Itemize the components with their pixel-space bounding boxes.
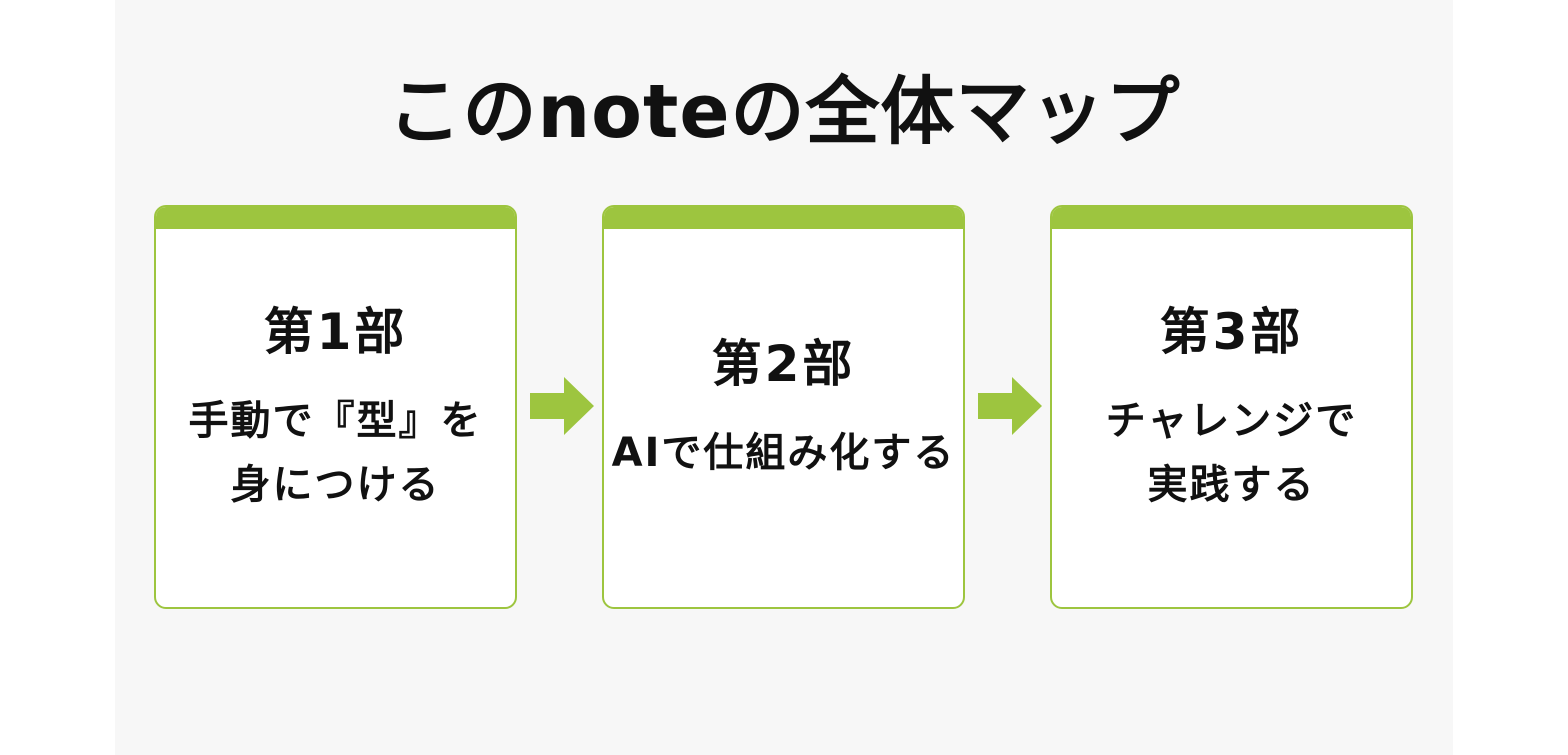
part-1-description-line-2: 身につける xyxy=(230,462,441,508)
arrow-right-icon xyxy=(978,377,1042,435)
card-header-bar xyxy=(604,207,963,229)
part-2-card: 第2部 AIで仕組み化する xyxy=(602,205,965,609)
part-3-description-line-2: 実践する xyxy=(1147,462,1316,508)
card-content: 第3部 チャレンジで 実践する xyxy=(1052,229,1411,607)
part-2-heading: 第2部 xyxy=(711,335,856,393)
part-3-card: 第3部 チャレンジで 実践する xyxy=(1050,205,1413,609)
arrow-right-icon xyxy=(530,377,594,435)
part-2-description-line-1: AIで仕組み化する xyxy=(611,430,956,476)
part-1-heading: 第1部 xyxy=(263,303,408,361)
part-1-description-line-1: 手動で『型』を xyxy=(188,398,483,444)
card-header-bar xyxy=(156,207,515,229)
part-1-card: 第1部 手動で『型』を 身につける xyxy=(154,205,517,609)
card-content: 第1部 手動で『型』を 身につける xyxy=(156,229,515,607)
page-title: このnoteの全体マップ xyxy=(387,69,1181,155)
part-3-description-line-1: チャレンジで xyxy=(1105,398,1358,444)
card-header-bar xyxy=(1052,207,1411,229)
part-3-heading: 第3部 xyxy=(1159,303,1304,361)
card-content: 第2部 AIで仕組み化する xyxy=(604,229,963,607)
